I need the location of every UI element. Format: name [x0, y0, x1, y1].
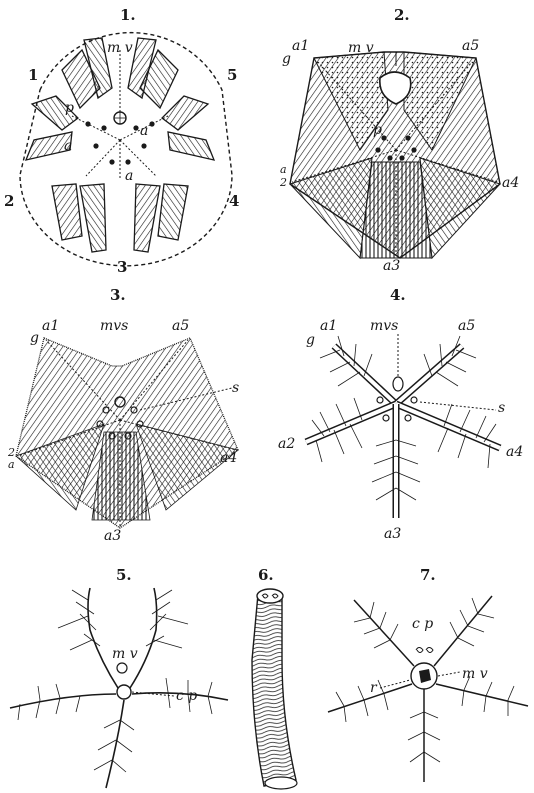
- figure-2-label-a5: a5: [462, 38, 479, 54]
- figure-4-label-mvs: mvs: [370, 318, 398, 334]
- figure-3-label-a3: a3: [104, 528, 121, 544]
- figure-7-spiral: [416, 648, 433, 653]
- figure-5-branchlets: [18, 590, 212, 772]
- figure-1-label-4: 4: [229, 192, 239, 210]
- figure-3-label-mvs: mvs: [100, 318, 128, 334]
- figure-1-label-1: 1: [28, 66, 38, 84]
- figure-6-stem: [252, 592, 296, 786]
- figure-2-label-g: g: [282, 51, 291, 67]
- figure-4-label-a2: a2: [278, 436, 295, 452]
- figure-7-label-r: r: [370, 680, 378, 696]
- figure-2-number: 2.: [394, 6, 410, 24]
- figure-1-number: 1.: [120, 6, 136, 24]
- petal: [26, 132, 72, 160]
- figure-5-label-mv: m v: [112, 646, 138, 662]
- figure-1-label-a1: a: [140, 123, 148, 139]
- figure-4-label-s: s: [498, 400, 505, 416]
- figure-2-label-a4: a4: [502, 175, 519, 191]
- figure-3: 3. mvs a1 a5 g s 2 a a4 a3: [7, 286, 239, 544]
- figure-7: 7. c p m v r: [328, 566, 528, 782]
- figure-4-number: 4.: [390, 286, 406, 304]
- figure-2: 2. m v a1 a5 g a 2 a4 a3 p: [279, 6, 519, 274]
- figure-7-label-mv: m v: [462, 666, 488, 682]
- petal: [52, 184, 82, 240]
- figure-6: 6.: [252, 566, 297, 789]
- figure-3-label-g: g: [30, 330, 39, 346]
- figure-2-label-a1: a1: [292, 38, 309, 54]
- figure-2-label-a2: a: [280, 163, 287, 176]
- petal: [168, 132, 214, 160]
- figure-2-label-a2-num: 2: [279, 176, 287, 189]
- figure-1: 1. m v 1 5 2 4 3 p a a a: [4, 6, 239, 276]
- figure-4: 4. mvs a1 a5 g s a2 a4 a3: [278, 286, 523, 542]
- figure-1-label-2: 2: [4, 192, 14, 210]
- petal: [158, 184, 188, 240]
- figure-4-branchlets: [312, 336, 496, 500]
- figure-3-label-a1: a1: [42, 318, 59, 334]
- figure-1-label-3: 3: [117, 258, 127, 276]
- figure-3-number: 3.: [110, 286, 126, 304]
- petal: [134, 184, 160, 252]
- figure-6-top: [257, 589, 283, 603]
- petal: [80, 184, 106, 252]
- figure-1-label-a3: a: [125, 168, 133, 184]
- figure-4-label-g: g: [306, 332, 315, 348]
- figure-4-label-a1: a1: [320, 318, 337, 334]
- figure-6-number: 6.: [258, 566, 274, 584]
- figure-3-label-a: a: [8, 458, 15, 471]
- figure-5-label-cp: c p: [176, 688, 197, 704]
- figure-7-mouth: [419, 669, 431, 683]
- figure-7-number: 7.: [420, 566, 436, 584]
- figure-4-label-a3: a3: [384, 526, 401, 542]
- figure-1-label-mv: m v: [107, 40, 133, 56]
- figure-4-label-a4: a4: [506, 444, 523, 460]
- figure-5: 5. m v c p: [10, 566, 228, 788]
- figure-6-base: [265, 777, 297, 789]
- figure-5-number: 5.: [116, 566, 132, 584]
- figure-1-label-5: 5: [227, 66, 237, 84]
- figure-5-calyx: [117, 685, 131, 699]
- petal: [162, 96, 208, 130]
- figure-4-label-a5: a5: [458, 318, 475, 334]
- figure-7-label-cp: c p: [412, 616, 433, 632]
- figure-3-label-a5: a5: [172, 318, 189, 334]
- figure-2-label-a3: a3: [383, 258, 400, 274]
- figure-5-madreporite: [117, 663, 127, 673]
- figure-3-label-s: s: [232, 380, 239, 396]
